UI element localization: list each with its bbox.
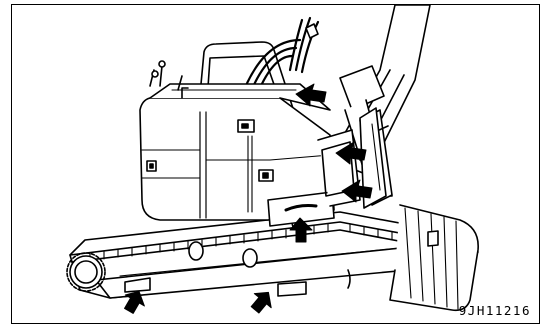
figure-code: 9JH11216 bbox=[459, 303, 531, 318]
upper-structure bbox=[140, 40, 386, 226]
pointer-arrow-icon bbox=[247, 286, 278, 317]
